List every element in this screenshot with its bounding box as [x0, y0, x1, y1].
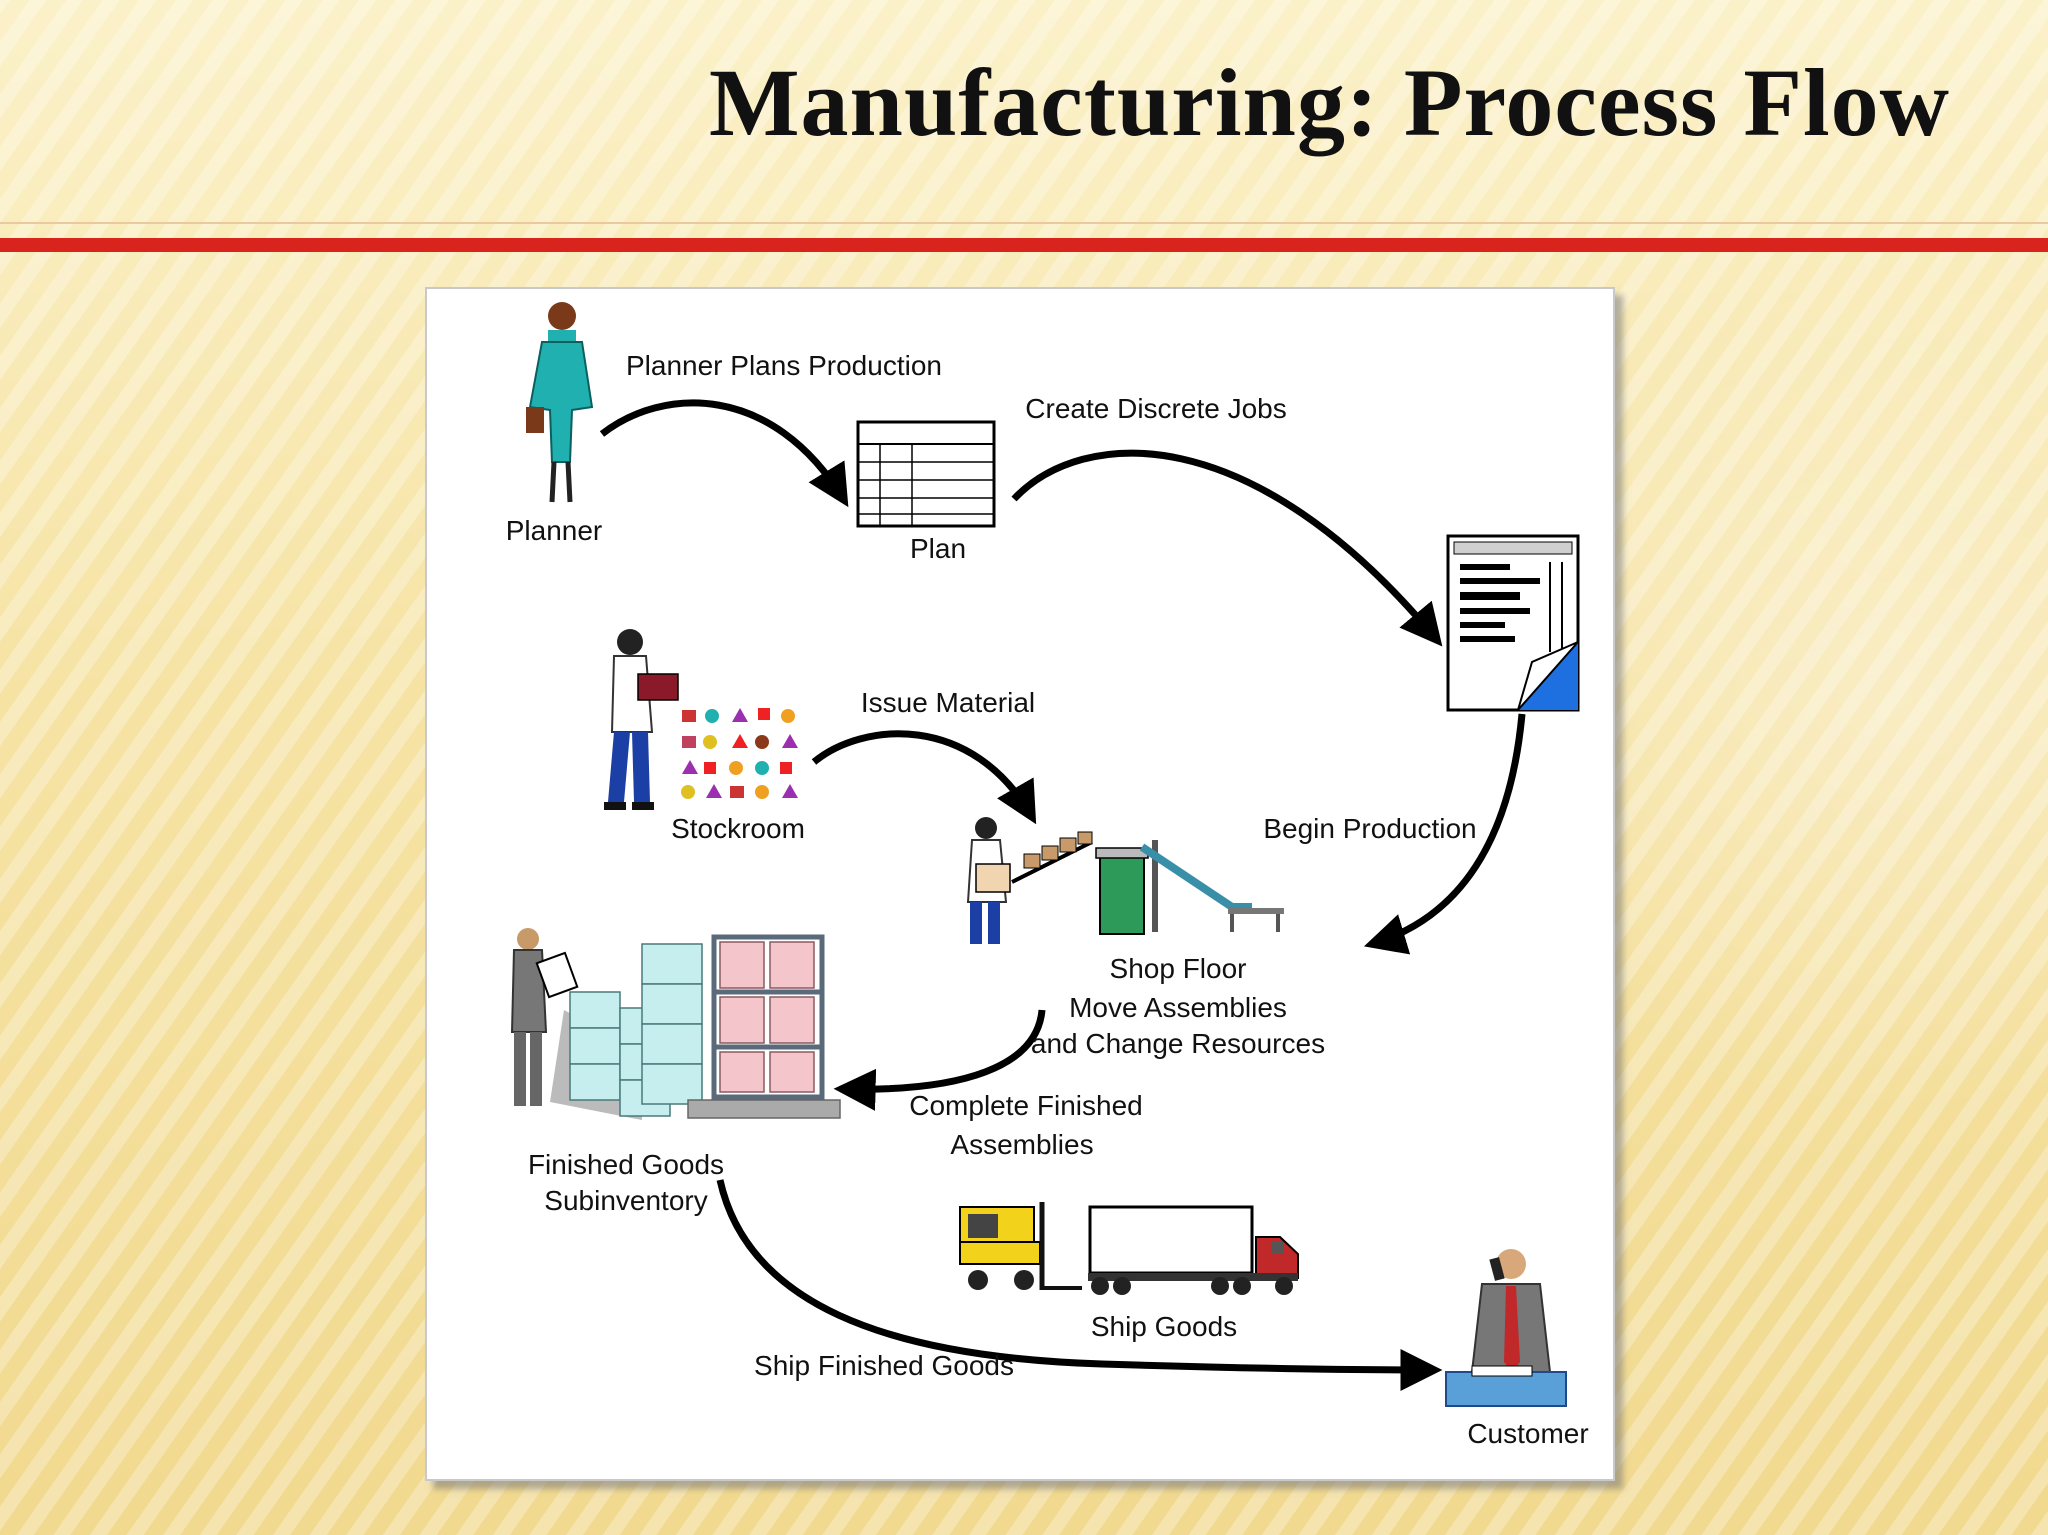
- forklift-truck-figure: [959, 1202, 1299, 1295]
- label-finished-goods-2: Subinventory: [544, 1185, 707, 1216]
- title-divider-thin: [0, 222, 2048, 224]
- label-finished-goods-1: Finished Goods: [528, 1149, 724, 1180]
- planner-figure: [526, 302, 594, 503]
- arrow-stockroom-to-shop: [811, 730, 1037, 825]
- customer-figure: [1445, 1249, 1567, 1407]
- arrow-jobs-to-shop: [1363, 713, 1526, 955]
- plan-spreadsheet-icon: [856, 420, 996, 528]
- label-complete-finished-2: Assemblies: [950, 1129, 1093, 1160]
- label-ship-goods: Ship Goods: [1091, 1311, 1237, 1342]
- title-divider-red: [0, 238, 2048, 252]
- arrow-plan-to-jobs: [1011, 449, 1443, 647]
- discrete-job-document-icon: [1446, 534, 1580, 712]
- label-begin-production: Begin Production: [1263, 813, 1476, 844]
- label-issue-material: Issue Material: [861, 687, 1035, 718]
- label-ship-finished-goods: Ship Finished Goods: [754, 1350, 1014, 1381]
- label-planner: Planner: [506, 515, 603, 546]
- arrow-shop-to-finished: [833, 1009, 1046, 1111]
- label-stockroom: Stockroom: [671, 813, 805, 844]
- label-shop-floor-2: Move Assemblies: [1069, 992, 1287, 1023]
- label-complete-finished-1: Complete Finished: [909, 1090, 1142, 1121]
- finished-goods-figure: [510, 928, 841, 1120]
- label-customer: Customer: [1467, 1418, 1588, 1449]
- stockroom-worker-figure: [604, 629, 679, 810]
- shop-floor-figure: [966, 817, 1284, 944]
- diagram-panel: Planner Plan Stockroom Shop Floor Move A…: [425, 287, 1615, 1481]
- page-title: Manufacturing: Process Flow: [708, 49, 1950, 156]
- label-planner-plans-production: Planner Plans Production: [626, 350, 942, 381]
- label-shop-floor-1: Shop Floor: [1110, 953, 1247, 984]
- arrow-planner-to-plan: [599, 399, 849, 508]
- process-flow-diagram: Planner Plan Stockroom Shop Floor Move A…: [506, 302, 1589, 1449]
- arrow-finished-to-customer: [716, 1179, 1443, 1391]
- label-plan: Plan: [910, 533, 966, 564]
- stockroom-items: [681, 708, 798, 799]
- label-shop-floor-3: and Change Resources: [1031, 1028, 1325, 1059]
- label-create-discrete-jobs: Create Discrete Jobs: [1025, 393, 1286, 424]
